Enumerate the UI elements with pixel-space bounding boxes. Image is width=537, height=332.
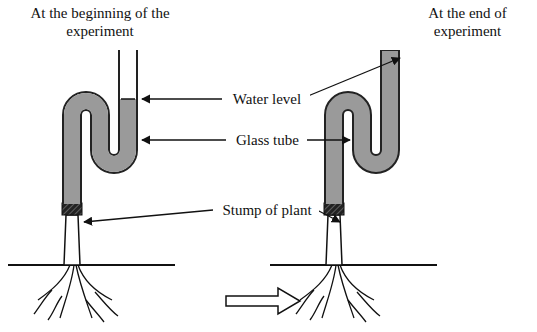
glass-tube xyxy=(72,50,128,203)
ground-line xyxy=(270,264,437,266)
apparatus-start xyxy=(8,49,175,322)
plant-stump xyxy=(64,215,80,265)
rubber-joint xyxy=(62,203,82,215)
part-label: Glass tube xyxy=(228,131,307,149)
roots xyxy=(34,265,118,322)
glass-tube xyxy=(334,50,390,203)
roots xyxy=(296,265,380,322)
panel-heading: At the beginning of the experiment xyxy=(25,4,175,40)
part-label: Stump of plant xyxy=(215,201,319,219)
water-column xyxy=(72,99,128,204)
rubber-joint xyxy=(324,203,344,215)
panel-heading: At the end of experiment xyxy=(405,4,530,40)
water-surface xyxy=(121,98,135,100)
leader-lines xyxy=(84,58,400,222)
part-label: Water level xyxy=(224,90,310,108)
block-arrow xyxy=(226,288,300,314)
ground-line xyxy=(8,264,175,266)
glass-tube-inner xyxy=(72,49,128,204)
